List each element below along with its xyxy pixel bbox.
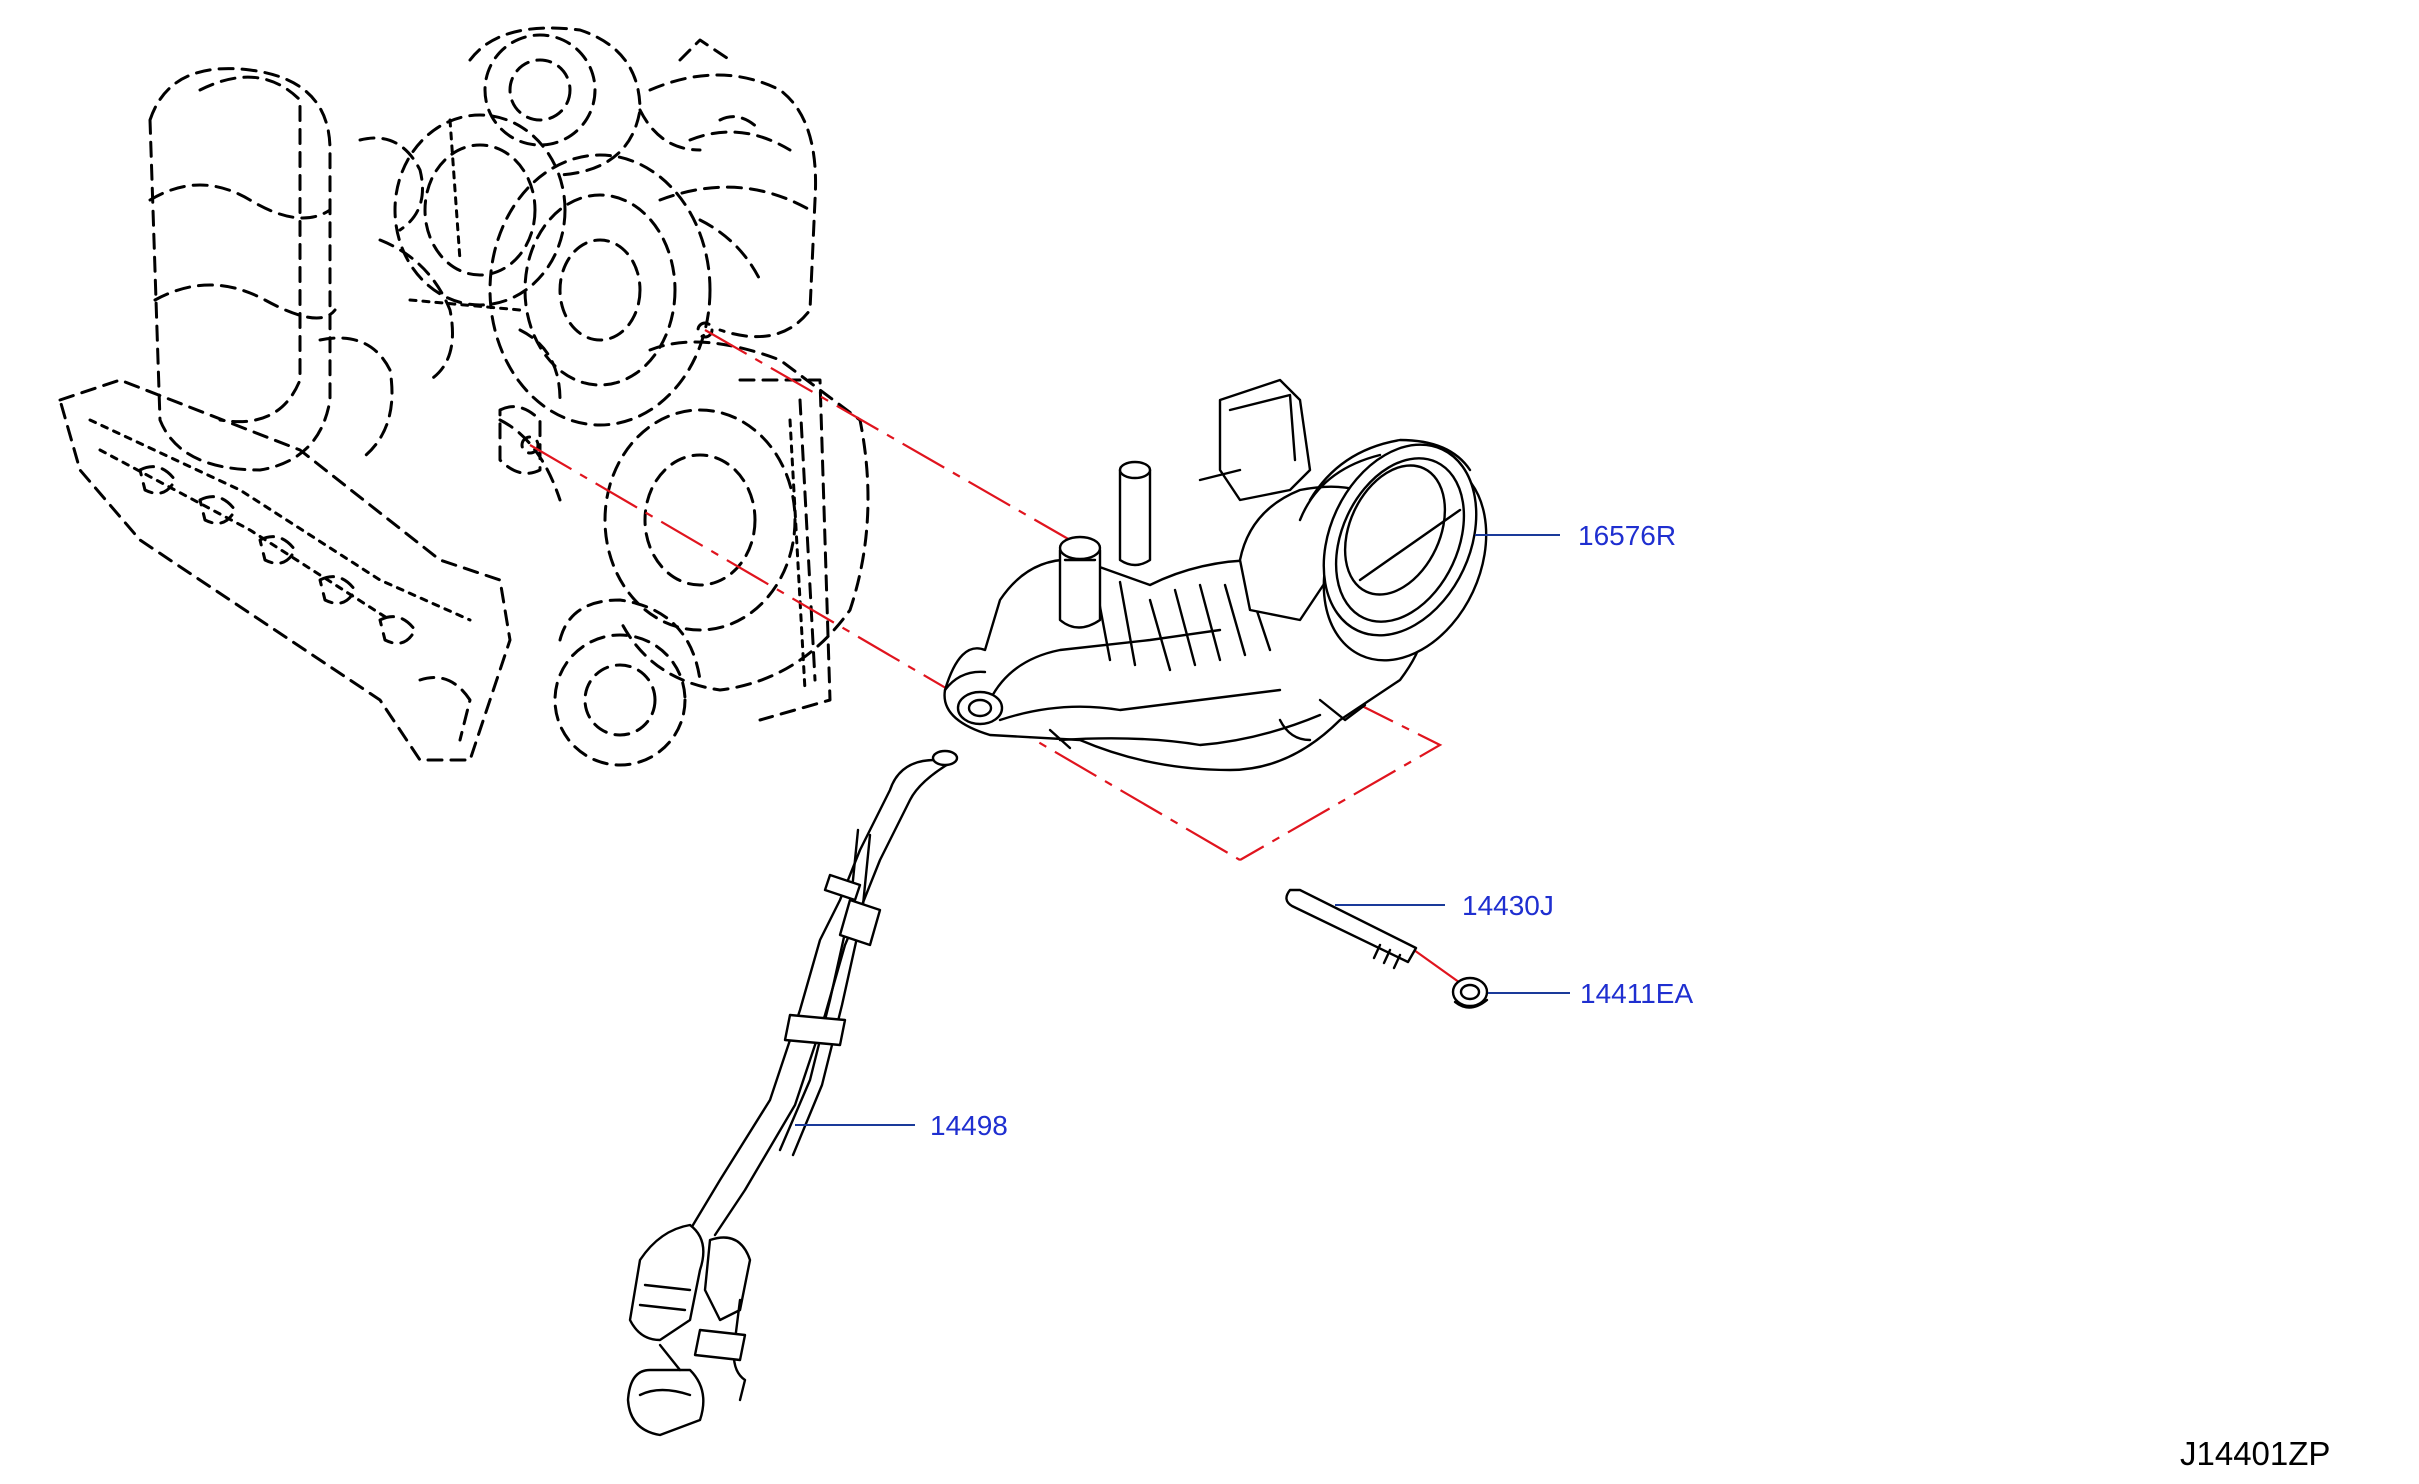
diagram-reference-code: J14401ZP xyxy=(2180,1435,2330,1472)
water-hose-part[interactable] xyxy=(626,749,959,1437)
part-number-14430J[interactable]: 14430J xyxy=(1462,890,1554,921)
turbo-inlet-duct-part[interactable] xyxy=(943,378,1518,772)
callout-14411EA: 14411EA xyxy=(1488,978,1693,1009)
callout-16576R: 16576R xyxy=(1475,520,1676,551)
callout-14430J: 14430J xyxy=(1335,890,1554,921)
stud-bolt-part[interactable] xyxy=(1285,888,1418,970)
callout-14498: 14498 xyxy=(795,1110,1008,1141)
part-number-16576R[interactable]: 16576R xyxy=(1578,520,1676,551)
flange-nut-part[interactable] xyxy=(1451,976,1489,1009)
part-number-14498[interactable]: 14498 xyxy=(930,1110,1008,1141)
part-number-14411EA[interactable]: 14411EA xyxy=(1580,978,1693,1009)
engine-assembly-phantom xyxy=(58,26,870,767)
